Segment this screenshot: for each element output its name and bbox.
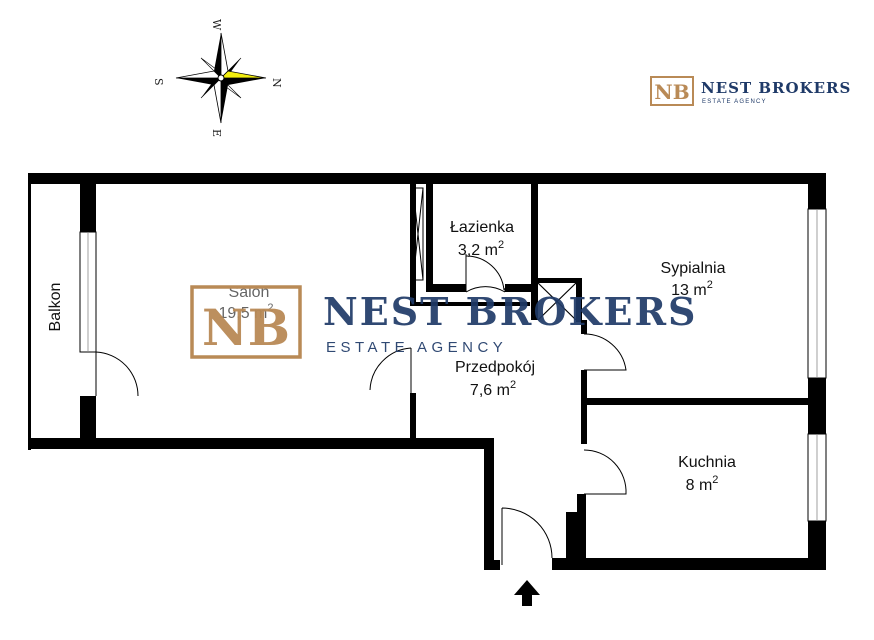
compass-label-s: S	[152, 78, 165, 86]
watermark-monogram-box	[190, 285, 302, 359]
brand-monogram: NB	[654, 80, 689, 104]
compass-label-e: E	[210, 129, 223, 137]
compass-rose: N S E W	[152, 19, 283, 137]
watermark-monogram: NB	[202, 298, 290, 357]
watermark: NB NEST BROKERS ESTATE AGENCY	[190, 285, 697, 359]
bathroom-door	[465, 254, 506, 293]
room-label-balkon: Balkon	[47, 283, 64, 332]
brand-tagline: ESTATE AGENCY	[702, 99, 767, 105]
room-area-przedpokoj: 7,6 m2	[470, 379, 516, 399]
watermark-tagline: ESTATE AGENCY	[326, 339, 507, 356]
balcony-door	[95, 351, 139, 397]
room-label-przedpokoj: Przedpokój	[455, 359, 535, 376]
watermark-name: NEST BROKERS	[323, 289, 697, 334]
entrance-arrow-icon	[514, 580, 540, 606]
compass-label-n: N	[270, 78, 283, 88]
room-area-sypialnia: 13 m2	[671, 279, 713, 299]
compass-label-w: W	[210, 19, 223, 31]
room-label-kuchnia: Kuchnia	[678, 454, 736, 471]
brand-name: NEST BROKERS	[701, 79, 851, 97]
wardrobe-sliding-door	[412, 187, 424, 281]
ventilation-shaft	[537, 282, 577, 321]
windows	[79, 208, 827, 522]
doors	[95, 254, 627, 565]
entrance-door	[501, 507, 553, 565]
brand-monogram-box	[650, 76, 694, 106]
kitchen-door	[583, 449, 627, 495]
room-label-lazienka: Łazienka	[450, 219, 514, 236]
brand-logo: NB NEST BROKERS ESTATE AGENCY	[650, 76, 851, 106]
compass-north-ray	[220, 70, 267, 79]
room-label-sypialnia: Sypialnia	[661, 260, 726, 277]
walls	[28, 173, 826, 570]
room-area-kuchnia: 8 m2	[686, 474, 719, 494]
salon-door	[369, 347, 412, 393]
room-area-lazienka: 3,2 m2	[458, 239, 504, 259]
room-area-salon: 19,5 m2	[218, 302, 273, 322]
bedroom-door	[583, 333, 627, 371]
